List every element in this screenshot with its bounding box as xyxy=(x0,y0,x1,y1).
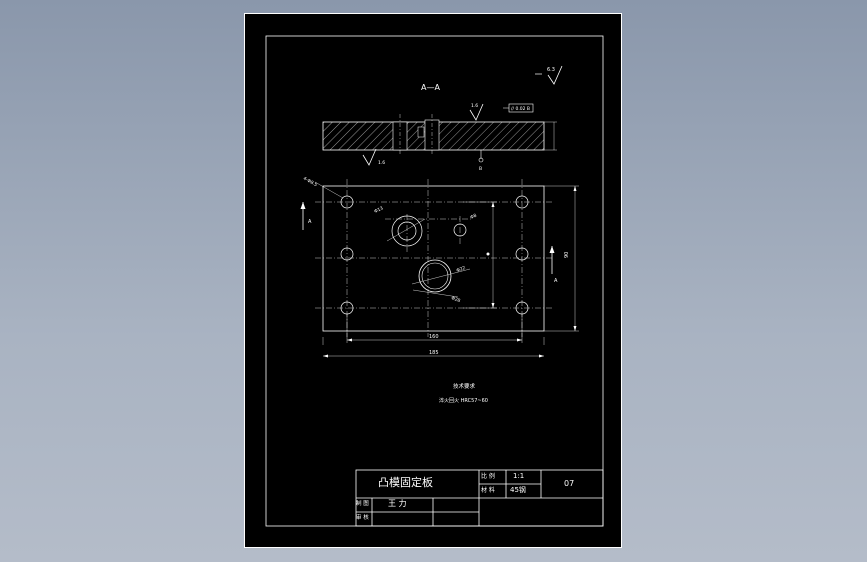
title-checker-label: 审 核 xyxy=(356,515,369,521)
title-scale-label: 比 例 xyxy=(481,473,495,480)
dimension-width-outer: 185 xyxy=(429,350,439,356)
section-view xyxy=(322,114,557,156)
surface-finish-bottom-value: 1.6 xyxy=(378,160,385,166)
tech-req-text: 淬火回火 HRC57~60 xyxy=(439,397,488,404)
title-drafter-name: 王 力 xyxy=(388,499,407,508)
section-arrow-left xyxy=(300,202,306,230)
dimension-width-inner: 160 xyxy=(429,334,439,340)
title-material-value: 45钢 xyxy=(510,486,526,494)
dimension-height: 90 xyxy=(564,252,570,258)
surface-finish-bottom-symbol xyxy=(362,148,377,166)
tech-req-title: 技术要求 xyxy=(453,382,476,390)
hole-label-corner: 4-Φ8.5 xyxy=(302,176,318,189)
section-arrow-right xyxy=(549,246,555,274)
section-arrow-right-label: A xyxy=(554,278,558,284)
surface-finish-top-symbol xyxy=(469,103,484,121)
title-scale-value: 1:1 xyxy=(513,472,525,480)
surface-finish-corner-value: 6.3 xyxy=(547,67,555,73)
dimension-lines xyxy=(322,185,579,358)
surface-finish-corner-symbol xyxy=(535,65,563,85)
hole-label-a: Φ13 xyxy=(373,205,384,214)
hole-label-d: Φ28 xyxy=(450,295,461,304)
drawing-canvas: A—A 6.3 1.6 // 0.02 B 1.6 xyxy=(265,35,604,527)
title-drafter-label: 制 图 xyxy=(356,501,369,507)
title-drawing-number: 07 xyxy=(564,479,575,488)
drawing-sheet: A—A 6.3 1.6 // 0.02 B 1.6 xyxy=(244,13,622,548)
plan-view xyxy=(314,179,553,337)
hole-label-c: Φ22 xyxy=(456,265,467,274)
surface-finish-top-value: 1.6 xyxy=(471,103,478,109)
inner-frame xyxy=(265,35,604,527)
section-label: A—A xyxy=(421,83,440,92)
title-material-label: 材 料 xyxy=(481,487,495,494)
datum-symbol xyxy=(478,150,484,163)
title-part-name: 凸模固定板 xyxy=(378,476,433,489)
datum-label: B xyxy=(479,166,482,172)
hole-label-b: Φ8 xyxy=(469,213,477,221)
section-arrow-left-label: A xyxy=(308,219,312,225)
parallelism-value: // 0.02 B xyxy=(511,106,530,112)
title-block-grid xyxy=(355,469,604,527)
